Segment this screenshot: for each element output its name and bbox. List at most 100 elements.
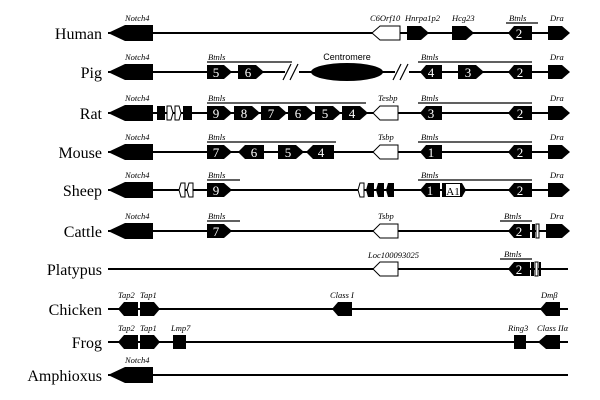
dra-gene-sheep <box>548 183 570 197</box>
notch4-gene <box>108 223 153 239</box>
dra-gene-mouse <box>548 145 570 159</box>
btnls-label-cattle-left: Btnls <box>208 211 226 221</box>
btnls-label-cattle-right: Btnls <box>504 211 522 221</box>
notch4-gene <box>108 105 153 121</box>
hnrpa1p2-gene <box>407 26 429 40</box>
dra-label-pig: Dra <box>549 52 564 62</box>
gene-number-2: 2 <box>516 262 523 277</box>
btnls2-gene-sheep <box>508 183 532 197</box>
gene-number-4: 4 <box>428 65 435 80</box>
dra-gene-pig <box>548 65 570 79</box>
btnls-label-rat-left: Btnls <box>208 93 226 103</box>
loc100093025-gene <box>372 261 399 277</box>
tsbp-gene-cattle <box>372 223 399 239</box>
btnls2-gene-rat <box>508 106 532 120</box>
tap2-gene-frog <box>118 335 138 349</box>
btnls2-gene-pig <box>508 65 532 79</box>
gene-number-6: 6 <box>245 65 252 80</box>
dra-gene-human <box>548 26 570 40</box>
btnls7-gene-cattle <box>207 224 232 238</box>
gene-number-2: 2 <box>517 106 524 121</box>
btnls2-gene-human <box>508 26 532 40</box>
break-mark <box>399 63 409 81</box>
species-label-chicken: Chicken <box>49 302 102 319</box>
btnls9-gene-rat <box>207 106 232 120</box>
species-label-pig: Pig <box>81 65 102 82</box>
gene-number-2: 2 <box>517 145 524 160</box>
species-label-cattle: Cattle <box>64 224 102 241</box>
btnls-label-mouse-left: Btnls <box>208 132 226 142</box>
tesbp-label: Tesbp <box>378 93 398 103</box>
dra-label-rat: Dra <box>549 93 564 103</box>
species-label-mouse: Mouse <box>58 145 102 162</box>
gene-number-7: 7 <box>268 106 275 121</box>
small-gene-open <box>174 105 182 121</box>
notch4-gene <box>108 64 153 80</box>
btnls-label-sheep-right: Btnls <box>421 170 439 180</box>
gene-number-8: 8 <box>241 106 248 121</box>
gene-number-5: 5 <box>322 106 329 121</box>
row-platypus: Platypus Loc100093025 Btnls 2 <box>47 249 568 279</box>
btnls-label-rat-right: Btnls <box>421 93 439 103</box>
gene-number-2: 2 <box>517 183 524 198</box>
small-gene <box>532 224 535 238</box>
gene-number-3: 3 <box>465 65 472 80</box>
btnls3-gene-rat <box>420 106 442 120</box>
small-gene-open <box>534 261 539 277</box>
c6orf10-gene <box>371 25 401 41</box>
row-cattle: Cattle Notch4 Btnls 7 Tsbp Btnls 2 Dra <box>64 211 570 241</box>
gene-number-5: 5 <box>213 65 220 80</box>
gene-number-2: 2 <box>516 224 523 239</box>
row-chicken: Chicken Tap2 Tap1 Class I Dmβ <box>49 290 568 319</box>
notch4-label: Notch4 <box>124 132 150 142</box>
gene-number-2: 2 <box>516 26 523 41</box>
small-gene-open <box>535 223 540 239</box>
row-rat: Rat Notch4 Btnls 9 8 7 6 5 4 Tesbp Btnls… <box>80 93 570 123</box>
small-gene <box>366 183 374 197</box>
tap1-gene-frog <box>140 335 160 349</box>
hcg23-label: Hcg23 <box>451 13 475 23</box>
gene-number-2: 2 <box>517 65 524 80</box>
tap2-label-frog: Tap2 <box>118 323 135 333</box>
class2a-gene <box>538 335 560 349</box>
class1-gene <box>332 302 352 316</box>
ring3-gene <box>514 335 526 349</box>
btnls5-gene-mouse <box>278 145 304 159</box>
btnls5-gene-rat <box>315 106 341 120</box>
dra-label-human: Dra <box>549 13 564 23</box>
dra-label-cattle: Dra <box>549 211 564 221</box>
small-gene <box>386 183 394 197</box>
gene-number-a1: A1 <box>446 186 459 198</box>
row-human: Human Notch4 C6Orf10 Hnrpa1p2 Hcg23 Btnl… <box>55 13 570 43</box>
small-gene <box>376 183 384 197</box>
small-gene <box>531 262 534 276</box>
notch4-label: Notch4 <box>124 93 150 103</box>
ring3-label: Ring3 <box>507 323 528 333</box>
notch4-label: Notch4 <box>124 13 150 23</box>
break-mark <box>282 63 292 81</box>
tap1-gene-chicken <box>140 302 160 316</box>
btnls4-gene-mouse <box>306 145 334 159</box>
small-gene <box>183 106 192 120</box>
gene-number-5: 5 <box>285 145 292 160</box>
lmp7-label: Lmp7 <box>170 323 191 333</box>
notch4-label: Notch4 <box>124 355 150 365</box>
gene-number-9: 9 <box>213 183 220 198</box>
row-amphioxus: Amphioxus Notch4 <box>27 355 568 385</box>
species-label-frog: Frog <box>72 335 102 352</box>
btnls-label-pig-right: Btnls <box>421 52 439 62</box>
break-mark <box>392 63 402 81</box>
dra-label-mouse: Dra <box>549 132 564 142</box>
btnls2-gene-platypus <box>508 262 530 276</box>
gene-number-7: 7 <box>213 224 220 239</box>
class2a-label: Class IIα <box>537 323 569 333</box>
row-frog: Frog Tap2 Tap1 Lmp7 Ring3 Class IIα <box>72 323 569 352</box>
btnls6-gene-pig <box>238 65 264 79</box>
gene-number-9: 9 <box>213 106 220 121</box>
tsbp-label-cattle: Tsbp <box>378 211 394 221</box>
notch4-label: Notch4 <box>124 211 150 221</box>
btnls6-gene-rat <box>288 106 314 120</box>
hnrpa1p2-label: Hnrpa1p2 <box>404 13 441 23</box>
gene-number-1: 1 <box>428 145 435 160</box>
